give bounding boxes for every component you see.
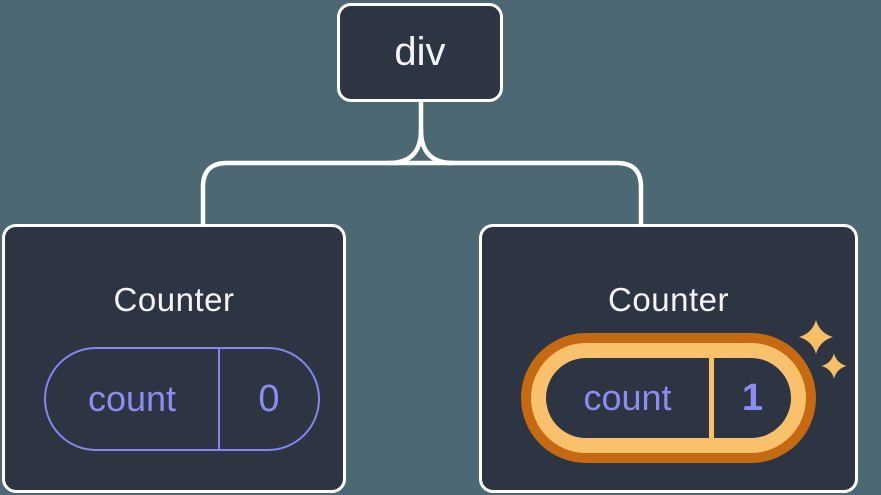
state-pill: count 0 <box>44 347 320 451</box>
state-key-label: count <box>583 377 672 418</box>
root-node-label: div <box>394 30 446 74</box>
sparkle-small-icon <box>821 353 847 379</box>
component-title: Counter <box>113 281 235 318</box>
state-value: 0 <box>258 377 280 420</box>
state-key-label: count <box>87 378 177 419</box>
connector-crossbar <box>200 160 644 230</box>
counter-card-left: Counter count 0 <box>2 224 346 493</box>
state-value: 1 <box>741 376 764 419</box>
root-node-div: div <box>337 3 503 102</box>
sparkle-large-icon <box>799 320 833 354</box>
state-pill-highlighted: count 1 <box>521 333 816 463</box>
state-pill-divider <box>709 358 714 438</box>
state-pill-divider <box>218 349 220 449</box>
state-pill-inner: count 1 <box>546 358 791 438</box>
connector-branch-left <box>386 127 424 166</box>
connector-branch-right <box>418 127 456 166</box>
counter-card-right: Counter count 1 <box>479 224 858 493</box>
component-title: Counter <box>608 281 729 318</box>
highlight-ring: count 1 <box>531 343 806 453</box>
